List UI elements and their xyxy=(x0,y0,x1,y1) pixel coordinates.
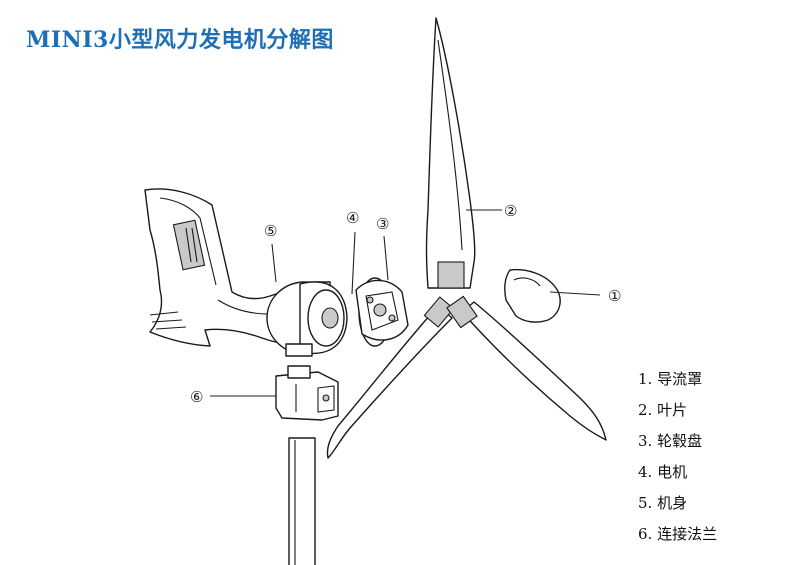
legend-item: 5. 机身 xyxy=(638,494,688,512)
callout-3: ③ xyxy=(376,215,389,233)
blade-lower-left xyxy=(326,296,455,459)
callout-6: ⑥ xyxy=(190,388,203,406)
nose-cone xyxy=(504,268,561,323)
callout-2: ② xyxy=(504,202,517,220)
legend-item: 3. 轮毂盘 xyxy=(638,432,703,450)
parts-legend: 1. 导流罩 2. 叶片 3. 轮毂盘 4. 电机 5. 机身 6. 连接法兰 xyxy=(638,368,717,554)
legend-item: 4. 电机 xyxy=(638,463,688,481)
mast-pole xyxy=(288,437,316,565)
callout-1: ① xyxy=(608,287,621,305)
legend-item: 2. 叶片 xyxy=(638,401,688,419)
legend-item: 1. 导流罩 xyxy=(638,370,703,388)
callout-4: ④ xyxy=(346,209,359,227)
legend-item: 6. 连接法兰 xyxy=(638,525,718,543)
generator-housing xyxy=(266,281,348,357)
blade-top xyxy=(425,17,476,289)
hub-plate xyxy=(355,279,409,341)
blade-lower-right xyxy=(446,295,607,441)
connecting-flange xyxy=(275,365,339,421)
diagram-title: MINI3小型风力发电机分解图 xyxy=(26,27,334,53)
callout-5: ⑤ xyxy=(264,222,277,240)
